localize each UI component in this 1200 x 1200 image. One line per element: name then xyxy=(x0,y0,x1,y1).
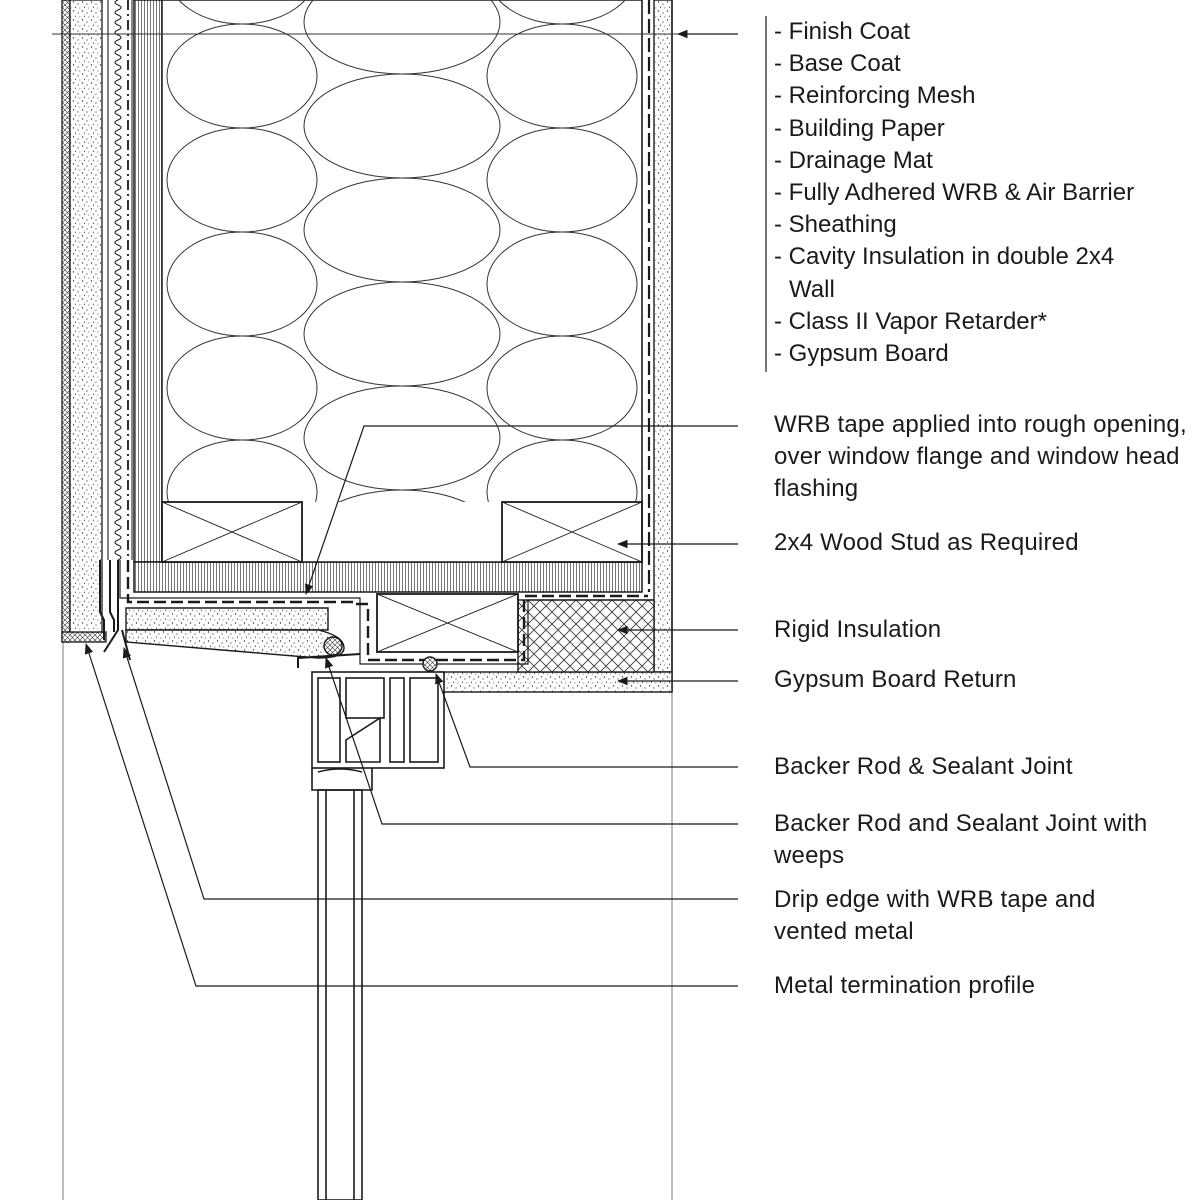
window-frame xyxy=(311,671,445,1200)
head-stud xyxy=(376,593,519,653)
head-flashing xyxy=(125,607,361,668)
layer-item-reinforcing-mesh: - Reinforcing Mesh xyxy=(774,82,976,110)
callout-drip-edge: Drip edge with WRB tape and vented metal xyxy=(774,886,1096,945)
cavity-insulation xyxy=(161,0,643,563)
layer-list: - Finish Coat - Base Coat - Reinforcing … xyxy=(774,16,1134,370)
leader-lines xyxy=(84,29,738,987)
interior-finish xyxy=(641,0,673,692)
batt-loop xyxy=(338,489,466,502)
callout-metal-termination: Metal termination profile xyxy=(774,972,1036,999)
layer-item-wrb-air-barrier: - Fully Adhered WRB & Air Barrier xyxy=(774,179,1135,207)
base-coat xyxy=(69,0,103,633)
wrb-line xyxy=(127,0,133,560)
gypsum-board-return xyxy=(439,671,673,693)
batt-loop xyxy=(166,439,318,502)
callout-backer-rod-sealant: Backer Rod & Sealant Joint xyxy=(774,753,1073,780)
callout-backer-rod-weeps: Backer Rod and Sealant Joint with weeps xyxy=(774,810,1148,869)
studs-wall xyxy=(161,501,643,563)
layer-item-base-coat: - Base Coat xyxy=(774,50,901,78)
layer-item-cavity-insulation-cont: Wall xyxy=(789,275,835,303)
leader-drip-edge xyxy=(122,646,738,900)
layer-item-building-paper: - Building Paper xyxy=(774,114,945,142)
layer-item-drainage-mat: - Drainage Mat xyxy=(774,146,933,174)
sheathing-vertical xyxy=(133,0,163,563)
callout-wood-stud: 2x4 Wood Stud as Required xyxy=(774,529,1079,556)
layer-item-cavity-insulation: - Cavity Insulation in double 2x4 xyxy=(774,243,1115,271)
batt-loop xyxy=(486,439,638,502)
backer-rod xyxy=(422,656,438,672)
leader-backer-rod-weeps xyxy=(325,656,738,825)
rigid-insulation xyxy=(517,599,655,673)
leader-wrb-tape xyxy=(305,425,738,596)
leader-backer-rod xyxy=(435,672,738,768)
callout-gypsum-return: Gypsum Board Return xyxy=(774,666,1017,693)
leader-metal-termination xyxy=(84,642,738,987)
layer-item-gypsum-board: - Gypsum Board xyxy=(774,340,949,368)
callout-rigid-insulation: Rigid Insulation xyxy=(774,616,942,643)
wrb-rough-opening xyxy=(126,560,648,662)
layer-item-finish-coat: - Finish Coat xyxy=(774,18,911,45)
drainage-mat xyxy=(107,0,122,561)
callout-wrb-tape: WRB tape applied into rough opening, ove… xyxy=(774,411,1187,502)
sheathing-horizontal xyxy=(133,561,643,593)
layer-item-sheathing: - Sheathing xyxy=(774,211,897,239)
drip-edge xyxy=(99,560,131,661)
layer-item-vapor-retarder: - Class II Vapor Retarder* xyxy=(774,307,1047,335)
batt-insulation-pattern xyxy=(166,0,638,502)
